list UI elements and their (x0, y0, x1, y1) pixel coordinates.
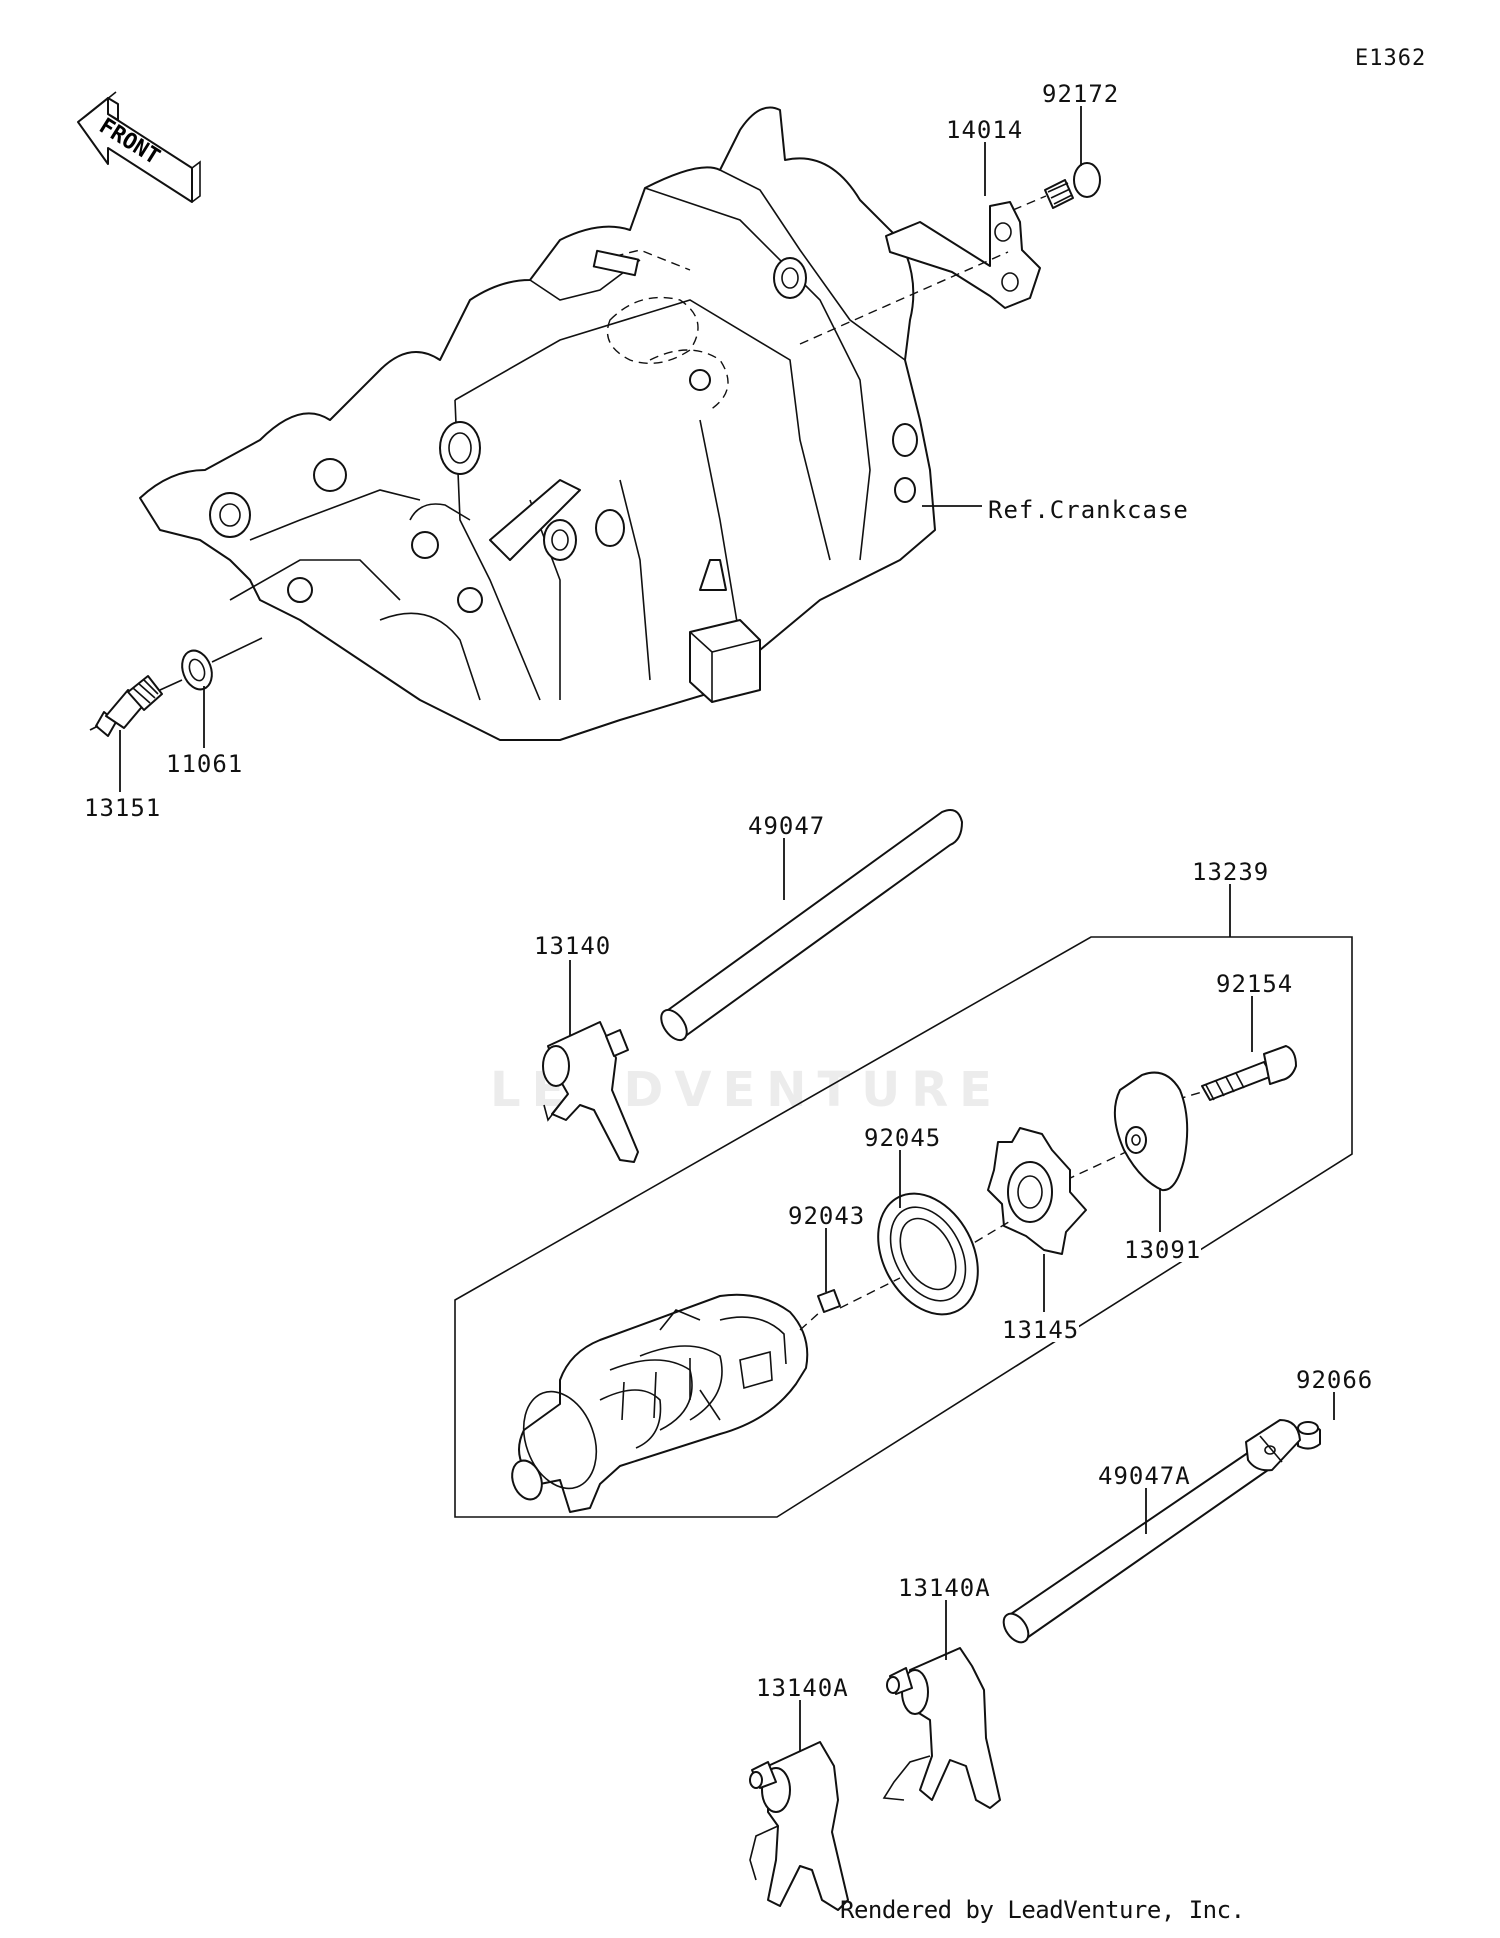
reference-crankcase: Ref.Crankcase (988, 496, 1189, 524)
callout-92066: 92066 (1296, 1366, 1374, 1394)
washer-11061 (181, 649, 213, 691)
callout-13151: 13151 (84, 794, 162, 822)
screw-92172 (1044, 162, 1101, 209)
callout-13091: 13091 (1124, 1236, 1202, 1264)
rendered-by-footer: Rendered by LeadVenture, Inc. (840, 1896, 1245, 1924)
callout-13145: 13145 (1002, 1316, 1080, 1344)
diagram-code: E1362 (1355, 46, 1427, 71)
bolt-92154 (1201, 1045, 1297, 1101)
shift-fork-13140 (542, 1021, 639, 1163)
crankcase-housing (139, 106, 936, 741)
cap-92066 (1297, 1421, 1321, 1450)
shift-cam-13145 (987, 1127, 1087, 1255)
callout-14014: 14014 (946, 116, 1024, 144)
drum-assembly-box (454, 936, 1353, 1518)
shift-drum (511, 1293, 809, 1513)
callout-49047A: 49047A (1098, 1462, 1191, 1490)
callout-13140: 13140 (534, 932, 612, 960)
callout-92043: 92043 (788, 1202, 866, 1230)
leader-lines (119, 106, 1335, 1752)
callout-92172: 92172 (1042, 80, 1120, 108)
callout-92154: 92154 (1216, 970, 1294, 998)
callout-11061: 11061 (166, 750, 244, 778)
callout-49047: 49047 (748, 812, 826, 840)
bearing-92045 (877, 1192, 979, 1316)
plate-13091 (1113, 1071, 1189, 1192)
neutral-switch-13151 (89, 675, 163, 737)
callout-13140A-upper: 13140A (898, 1574, 991, 1602)
callout-13239: 13239 (1192, 858, 1270, 886)
callout-13140A-lower: 13140A (756, 1674, 849, 1702)
shift-fork-13140A-upper (882, 1647, 1001, 1809)
callout-92045: 92045 (864, 1124, 942, 1152)
shift-fork-13140A-lower (749, 1741, 849, 1911)
pin-92043 (817, 1289, 841, 1313)
shift-rod-49047 (667, 809, 963, 1041)
front-arrow-icon: FRONT (77, 91, 201, 203)
